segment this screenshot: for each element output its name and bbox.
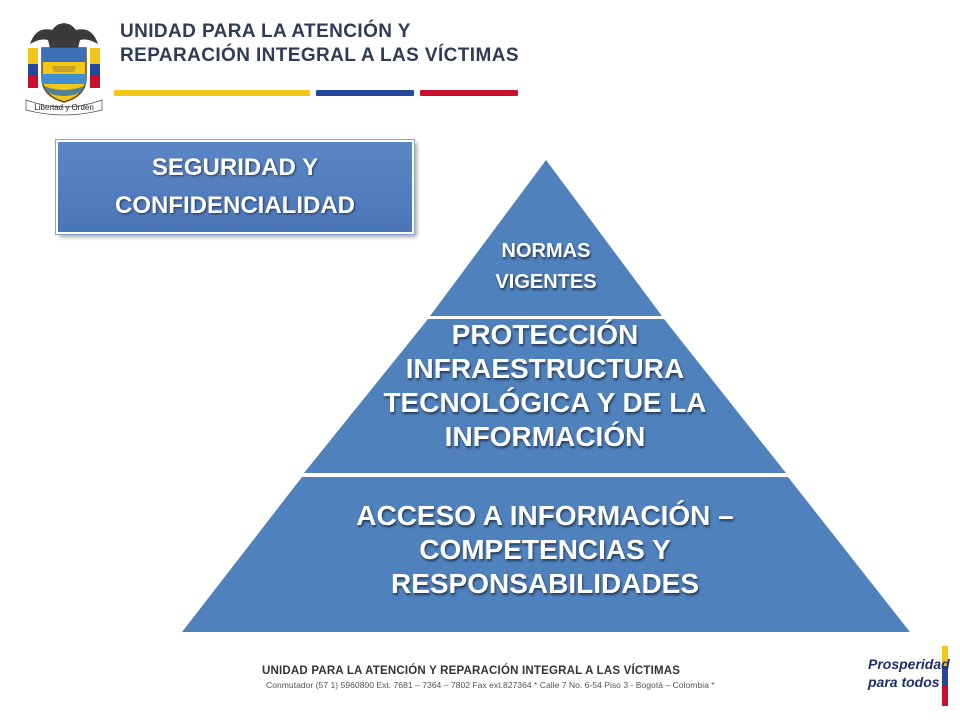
header-title-line1: UNIDAD PARA LA ATENCIÓN Y: [120, 21, 411, 42]
logo-line2: para todos: [868, 674, 940, 690]
pyramid-middle-label: PROTECCIÓN INFRAESTRUCTURA TECNOLÓGICA Y…: [383, 319, 707, 452]
coat-of-arms-logo: Libertad y Orden: [25, 23, 103, 116]
pyramid-top-label: NORMAS VIGENTES: [446, 237, 646, 297]
blue-bar: [316, 90, 414, 96]
category-box: SEGURIDAD Y CONFIDENCIALIDAD: [55, 139, 415, 235]
logo-line1: Prosperidad: [868, 656, 950, 672]
header-title-line2: REPARACIÓN INTEGRAL A LAS VÍCTIMAS: [120, 45, 519, 66]
red-bar: [420, 90, 518, 96]
pyramid-top-line1: NORMAS: [501, 240, 591, 262]
yellow-bar: [114, 90, 310, 96]
logo-yellow-stripe: [942, 646, 948, 666]
pyramid-top-line2: VIGENTES: [495, 271, 597, 293]
logo-blue-stripe: [942, 666, 948, 686]
header-color-bars: [114, 90, 524, 97]
seal-motto: Libertad y Orden: [34, 103, 94, 112]
logo-red-stripe: [942, 686, 948, 706]
prosperidad-logo: Prosperidad para todos: [864, 646, 950, 706]
category-label: SEGURIDAD Y CONFIDENCIALIDAD: [115, 154, 355, 219]
header-title: UNIDAD PARA LA ATENCIÓN Y REPARACIÓN INT…: [120, 20, 540, 68]
pyramid-bottom-label: ACCESO A INFORMACIÓN – COMPETENCIAS Y RE…: [356, 500, 734, 599]
footer-title: UNIDAD PARA LA ATENCIÓN Y REPARACIÓN INT…: [262, 665, 681, 677]
footer-contact: Conmutador (57 1) 5960800 Ext. 7681 – 73…: [266, 680, 715, 690]
